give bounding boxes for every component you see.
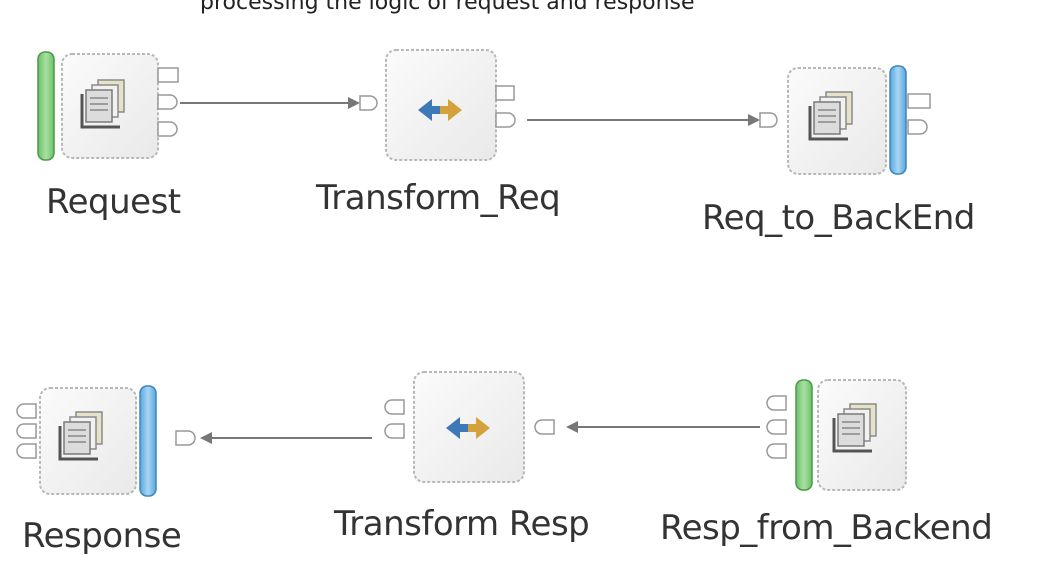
out-terminal-failure[interactable] <box>495 85 515 101</box>
in-terminal[interactable] <box>359 95 378 111</box>
output-terminal-bar <box>139 385 157 497</box>
out-terminal-catch[interactable] <box>157 121 178 137</box>
in-terminal[interactable] <box>759 112 778 128</box>
node-label-req-to-backend: Req_to_BackEnd <box>702 198 975 238</box>
out-terminal-c[interactable] <box>16 443 37 459</box>
node-resp-from-backend[interactable] <box>766 379 907 491</box>
in-terminal[interactable] <box>534 419 555 435</box>
node-response[interactable] <box>16 385 196 497</box>
out-terminal-out[interactable] <box>495 112 516 128</box>
connector-backend-to-transform-resp <box>566 421 760 433</box>
node-request[interactable] <box>37 51 179 161</box>
connector-transform-req-to-backend <box>527 114 760 126</box>
out-terminal-out[interactable] <box>907 119 928 135</box>
input-terminal-bar <box>37 51 55 161</box>
node-label-transform-req: Transform_Req <box>316 178 561 218</box>
node-label-request: Request <box>46 182 181 222</box>
out-terminal-failure[interactable] <box>384 399 405 415</box>
out-terminal-out[interactable] <box>157 94 178 110</box>
node-req-to-backend[interactable] <box>759 65 931 175</box>
node-transform-req[interactable] <box>359 49 516 161</box>
in-terminal[interactable] <box>175 430 196 446</box>
connector-request-to-transform-req <box>180 97 360 109</box>
input-terminal-bar <box>795 379 813 491</box>
out-terminal-b[interactable] <box>16 423 37 439</box>
output-terminal-bar <box>889 65 907 175</box>
out-terminal-a[interactable] <box>766 395 787 411</box>
out-terminal-failure[interactable] <box>907 93 931 109</box>
node-label-transform-resp: Transform Resp <box>334 504 590 544</box>
out-terminal-out[interactable] <box>384 423 405 439</box>
out-terminal-a[interactable] <box>16 403 37 419</box>
node-transform-resp[interactable] <box>384 371 555 483</box>
connector-transform-resp-to-response <box>200 432 372 444</box>
out-terminal-b[interactable] <box>766 419 787 435</box>
diagram-caption: processing the logic of request and resp… <box>200 0 695 15</box>
out-terminal-failure[interactable] <box>157 67 179 83</box>
node-label-resp-from-backend: Resp_from_Backend <box>660 508 993 548</box>
out-terminal-c[interactable] <box>766 443 787 459</box>
node-label-response: Response <box>22 516 182 556</box>
